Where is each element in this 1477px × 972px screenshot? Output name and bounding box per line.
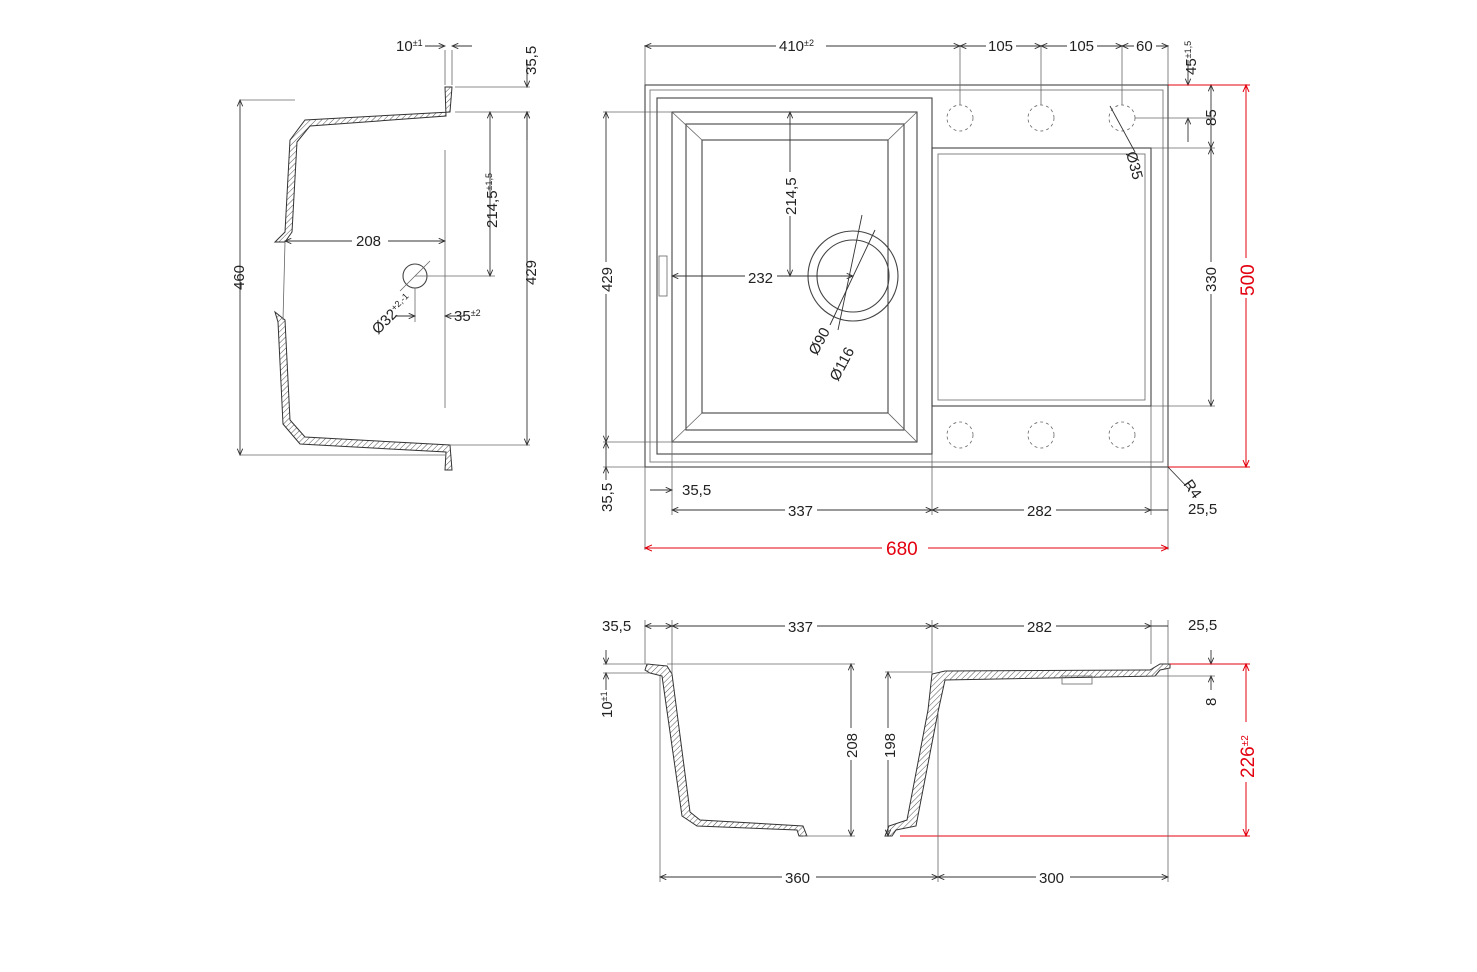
top-hole-top: 45: [1183, 58, 1200, 75]
top-hole-spacing-1: 105: [988, 38, 1013, 55]
tap-hole: [1108, 421, 1136, 449]
top-bowl-width-tol: ±2: [804, 38, 814, 48]
svg-text:Ø32+2,-1: Ø32+2,-1: [369, 291, 416, 338]
side-height-label: 460: [231, 265, 248, 290]
side-center-tol: ±1,5: [484, 173, 494, 190]
front-lip: 10: [599, 701, 616, 718]
top-hole-edge: 60: [1136, 38, 1153, 55]
top-total-depth: 500: [1238, 264, 1259, 296]
svg-text:226±2: 226±2: [1238, 735, 1259, 778]
side-lip-value: 10: [396, 38, 413, 55]
side-section-profile: [273, 86, 453, 243]
side-rim-label: 35,5: [523, 46, 540, 75]
side-inner-height-label: 429: [523, 260, 540, 285]
top-view: 410±2 105 105 60 45±1,5 85 330 Ø35 500: [596, 36, 1259, 560]
front-right-margin: 25,5: [1188, 617, 1217, 634]
side-overflow-offset-tol: ±2: [471, 308, 481, 318]
front-total-height-tol: ±2: [1240, 735, 1251, 746]
top-drain-dia-inner: Ø90: [806, 325, 834, 358]
tap-hole: [946, 104, 974, 132]
top-drain-offset: 232: [748, 270, 773, 287]
svg-text:10±1: 10±1: [599, 691, 616, 718]
front-view: 35,5 337 282 25,5 10±1 208 198 8: [599, 617, 1259, 887]
top-bowl-width: 410: [779, 38, 804, 55]
side-section-profile-lower: [274, 310, 453, 471]
front-bowl-depth: 208: [844, 733, 861, 758]
top-total-width: 680: [886, 539, 918, 560]
front-bowl-outer: 360: [785, 870, 810, 887]
side-drain-offset-label: 208: [356, 233, 381, 250]
top-left-margin: 35,5: [682, 482, 711, 499]
svg-text:410±2: 410±2: [779, 38, 814, 55]
side-overflow-dia-tol: +2,-1: [389, 291, 411, 313]
front-drainer-step: 8: [1203, 698, 1220, 706]
top-bottom-margin: 35,5: [599, 483, 616, 512]
side-center-label: 214,5: [484, 190, 501, 228]
side-overflow-offset: 35: [454, 308, 471, 325]
front-bowl-left-wall: [644, 663, 808, 837]
svg-text:45±1,5: 45±1,5: [1183, 41, 1200, 75]
top-right-margin: 25,5: [1188, 501, 1217, 518]
svg-text:214,5±1,5: 214,5±1,5: [484, 173, 501, 228]
side-lip-tol: ±1: [413, 38, 423, 48]
top-drain-center: 214,5: [783, 177, 800, 215]
front-drainer-outer: 300: [1039, 870, 1064, 887]
top-tap-hole-dia: Ø35: [1122, 150, 1146, 182]
front-bowl-inner: 337: [788, 619, 813, 636]
front-lip-tol: ±1: [599, 691, 609, 701]
front-total-height: 226: [1238, 746, 1259, 778]
tap-hole: [1108, 104, 1136, 132]
sink-outline: [644, 84, 1169, 468]
svg-text:35±2: 35±2: [454, 308, 481, 325]
top-drain-dia-outer: Ø116: [827, 344, 859, 383]
top-hole-spacing-2: 105: [1069, 38, 1094, 55]
tap-hole: [1027, 421, 1055, 449]
top-bowl-inner: 337: [788, 503, 813, 520]
front-left-margin: 35,5: [602, 618, 631, 635]
front-bowl-depth-2: 198: [882, 733, 899, 758]
top-corner-radius: R4: [1180, 477, 1205, 502]
top-bowl-depth: 429: [599, 267, 616, 292]
drainer-area: [931, 147, 1152, 407]
front-drainer-inner: 282: [1027, 619, 1052, 636]
svg-text:10±1: 10±1: [396, 38, 423, 55]
top-drainer-inner: 282: [1027, 503, 1052, 520]
tap-holes: [946, 104, 1136, 449]
tap-hole: [1027, 104, 1055, 132]
top-hole-row: 85: [1203, 109, 1220, 126]
top-drainer-depth: 330: [1203, 267, 1220, 292]
top-hole-top-tol: ±1,5: [1183, 41, 1193, 58]
tap-hole: [946, 421, 974, 449]
side-view: 10±1 35,5 460 429 214,5±1,5 208 Ø32+2,-1…: [231, 38, 540, 471]
front-bowl-right-wall: [884, 663, 1171, 837]
